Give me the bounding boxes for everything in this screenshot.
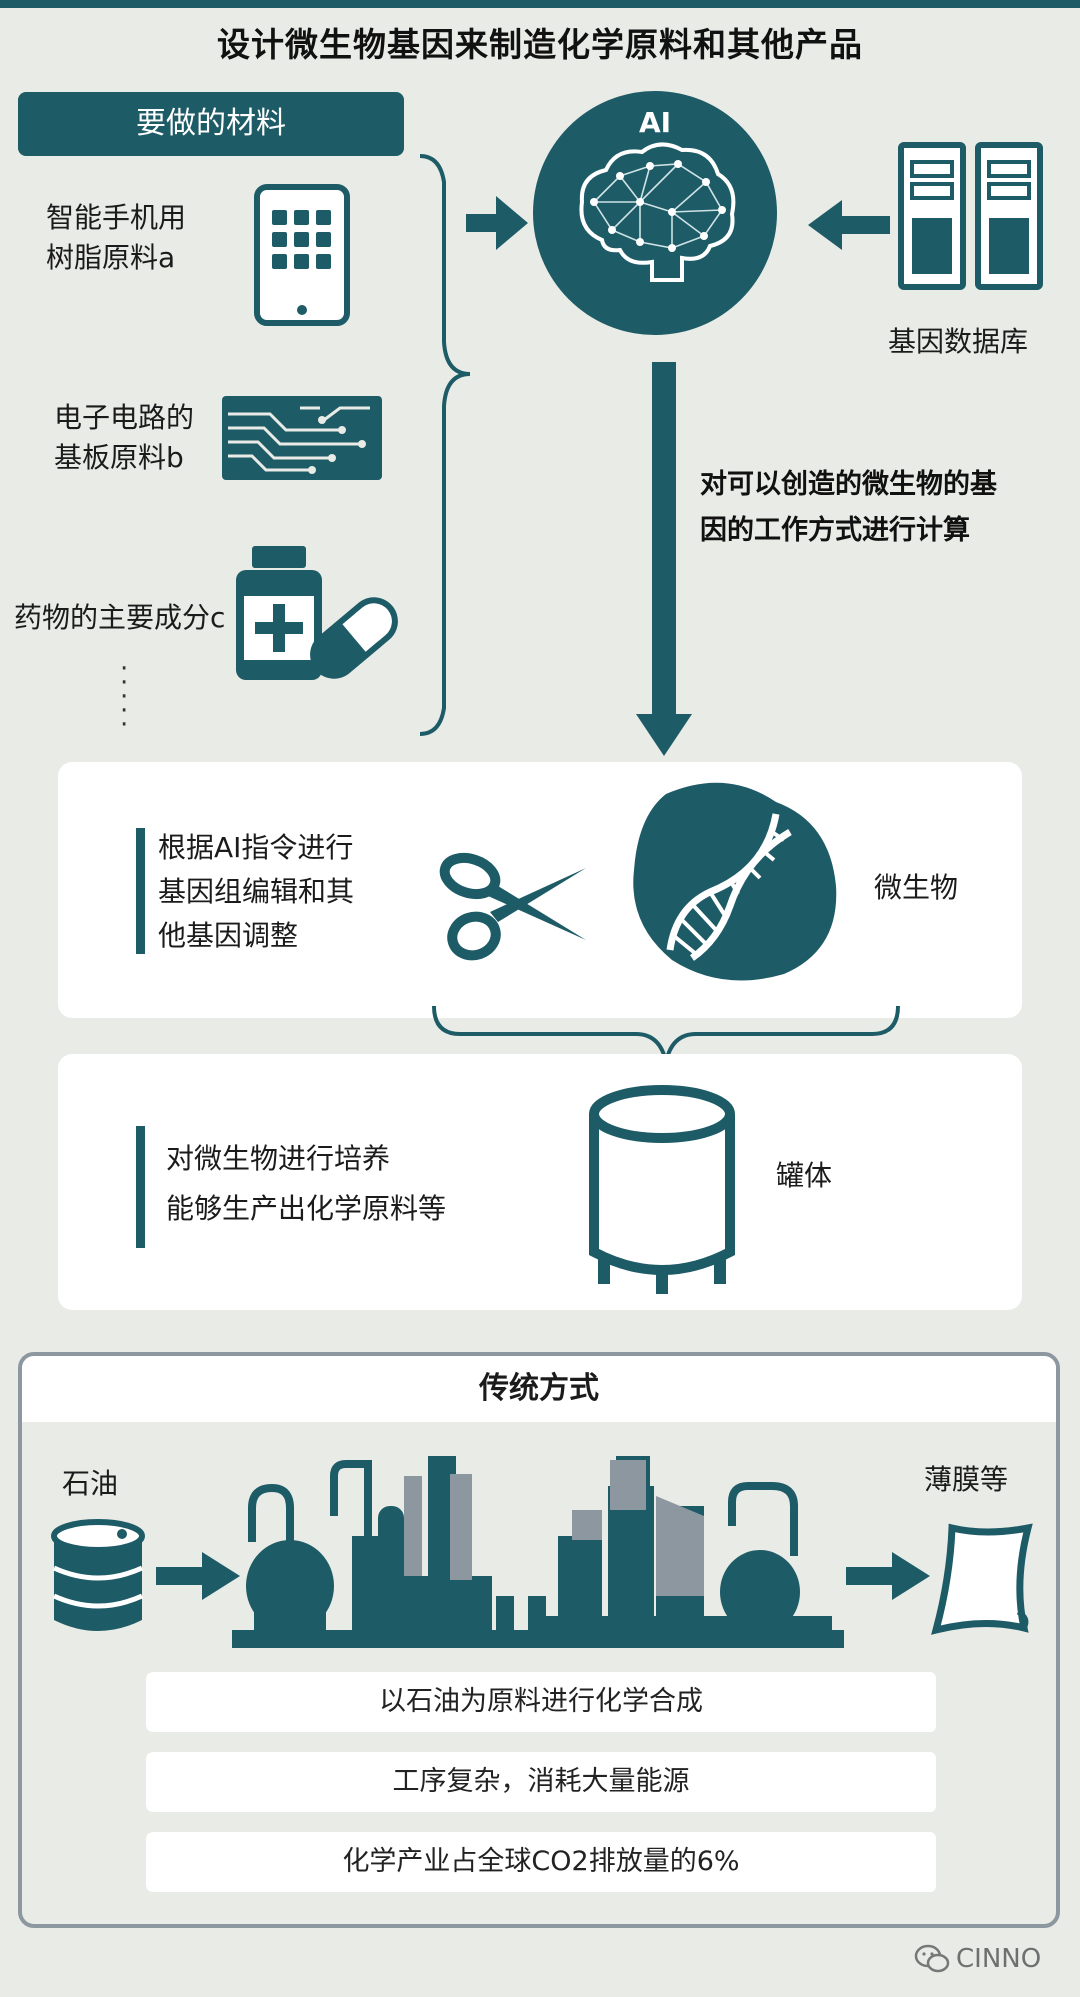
ai-brain-icon: [533, 91, 777, 335]
gene-database-server-icon: [898, 142, 1043, 290]
material-a-label: 智能手机用 树脂原料a: [46, 198, 186, 278]
materials-header: 要做的材料: [18, 92, 404, 156]
medicine-icon: [236, 546, 398, 680]
culture-tank-line1: 对微生物进行培养: [166, 1142, 391, 1175]
wechat-icon: [914, 1944, 950, 1973]
material-c-label: 药物的主要成分c: [14, 601, 226, 634]
material-a-line2: 树脂原料a: [46, 241, 176, 274]
material-b-line2: 基板原料b: [54, 441, 184, 474]
gene-editing-line3: 他基因调整: [158, 919, 299, 952]
gene-editing-line2: 基因组编辑和其: [158, 875, 355, 908]
oil-label: 石油: [62, 1467, 119, 1500]
calculation-text: 对可以创造的微生物的基 因的工作方式进行计算: [700, 462, 997, 554]
traditional-point-3: 化学产业占全球CO2排放量的6%: [146, 1832, 936, 1892]
calculation-line1: 对可以创造的微生物的基: [700, 469, 997, 500]
tank-icon: [589, 1085, 735, 1294]
product-arrow-icon: [846, 1552, 930, 1600]
film-label: 薄膜等: [924, 1463, 1009, 1496]
top-bar: [0, 0, 1080, 8]
traditional-point-2: 工序复杂，消耗大量能源: [146, 1752, 936, 1812]
arrow-right-icon: [466, 196, 528, 250]
tank-label: 罐体: [776, 1159, 833, 1192]
scissors-icon: [439, 852, 586, 961]
arrow-down-icon: [636, 362, 692, 756]
arrow-left-icon: [808, 200, 890, 250]
culture-tank-accent-bar: [136, 1126, 145, 1248]
circuit-board-icon: [222, 396, 382, 480]
calculation-line2: 因的工作方式进行计算: [700, 515, 970, 546]
gene-editing-accent-bar: [136, 828, 145, 954]
film-sheet-icon: [931, 1523, 1033, 1635]
material-a-line1: 智能手机用: [46, 201, 187, 234]
ai-label: AI: [638, 106, 672, 139]
page-title: 设计微生物基因来制造化学原料和其他产品: [217, 25, 863, 64]
smartphone-icon: [254, 184, 350, 326]
refinery-factory-icon: [232, 1456, 844, 1648]
microbe-dna-icon: [633, 782, 837, 981]
culture-tank-line2: 能够生产出化学原料等: [166, 1192, 447, 1225]
more-materials-ellipsis: ·····: [120, 654, 129, 740]
culture-tank-text: 对微生物进行培养 能够生产出化学原料等: [166, 1134, 446, 1234]
materials-brace: [419, 154, 471, 736]
gene-editing-text: 根据AI指令进行 基因组编辑和其 他基因调整: [158, 826, 354, 958]
gene-editing-line1: 根据AI指令进行: [158, 831, 354, 864]
traditional-method-header: 传统方式: [22, 1356, 1056, 1422]
material-b-line1: 电子电路的: [54, 401, 195, 434]
traditional-point-1: 以石油为原料进行化学合成: [146, 1672, 936, 1732]
oil-arrow-icon: [156, 1552, 240, 1600]
watermark-text: CINNO: [956, 1944, 1042, 1974]
culture-tank-card: [58, 1054, 1022, 1310]
gene-database-label: 基因数据库: [888, 325, 1029, 358]
microbe-label: 微生物: [874, 871, 959, 904]
oil-barrel-icon: [51, 1519, 145, 1631]
material-b-label: 电子电路的 基板原料b: [54, 398, 194, 478]
